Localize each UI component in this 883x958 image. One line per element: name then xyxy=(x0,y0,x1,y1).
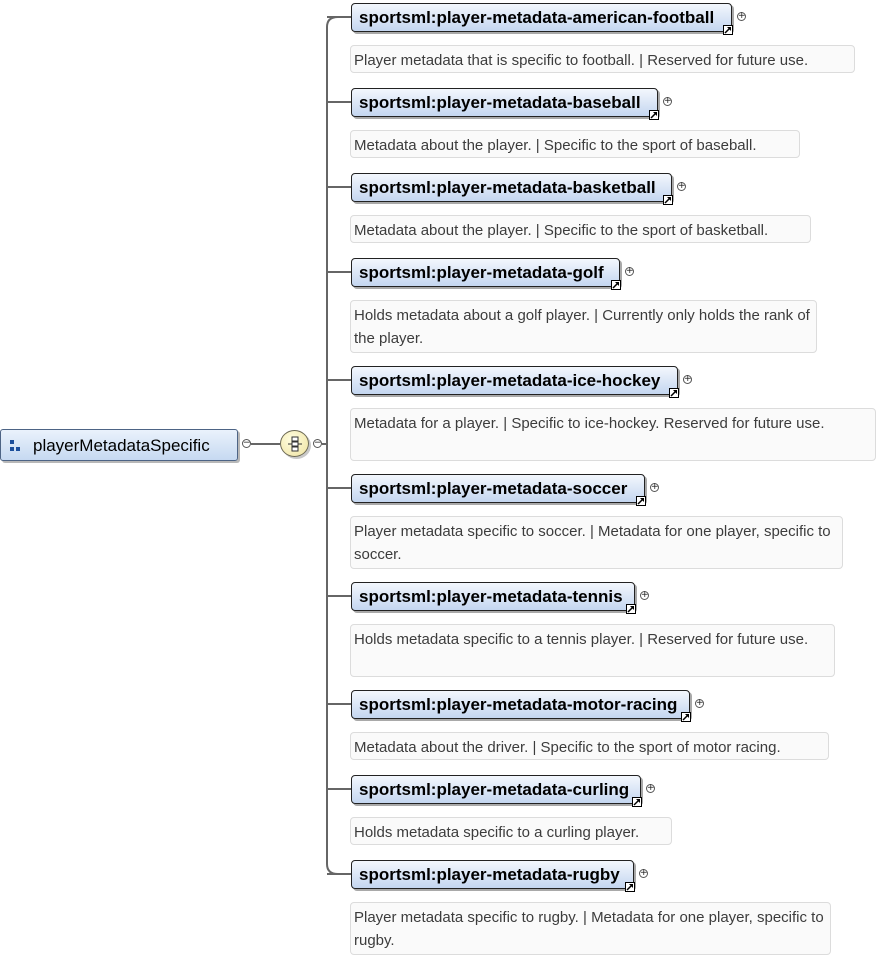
expand-icon[interactable]: + xyxy=(650,482,659,492)
element-name: sportsml:player-metadata-golf xyxy=(359,263,604,282)
expand-icon[interactable]: + xyxy=(683,374,692,384)
element-name: sportsml:player-metadata-rugby xyxy=(359,865,620,884)
element-box-player-metadata-soccer[interactable]: sportsml:player-metadata-soccer xyxy=(351,474,646,506)
expand-icon[interactable]: + xyxy=(625,266,634,276)
sequence-icon xyxy=(288,436,302,452)
element-documentation: Player metadata that is specific to foot… xyxy=(350,45,855,73)
element-name: sportsml:player-metadata-basketball xyxy=(359,178,656,197)
element-name: sportsml:player-metadata-ice-hockey xyxy=(359,371,661,390)
root-element-name: playerMetadataSpecific xyxy=(33,436,210,455)
root-collapse-icon[interactable]: − xyxy=(242,438,251,448)
element-box-player-metadata-tennis[interactable]: sportsml:player-metadata-tennis xyxy=(351,582,636,614)
reference-arrow-icon xyxy=(681,712,691,722)
element-type-icon xyxy=(10,440,20,451)
element-name: sportsml:player-metadata-soccer xyxy=(359,479,628,498)
element-box-player-metadata-ice-hockey[interactable]: sportsml:player-metadata-ice-hockey xyxy=(351,366,679,398)
expand-icon[interactable]: + xyxy=(639,868,648,878)
trunk-line xyxy=(326,16,339,875)
element-name: sportsml:player-metadata-tennis xyxy=(359,587,623,606)
expand-icon[interactable]: + xyxy=(646,783,655,793)
element-documentation: Metadata for a player. | Specific to ice… xyxy=(350,408,876,461)
reference-arrow-icon xyxy=(669,388,679,398)
sequence-compositor[interactable] xyxy=(280,430,309,457)
reference-arrow-icon xyxy=(611,280,621,290)
reference-arrow-icon xyxy=(649,110,659,120)
element-box-player-metadata-baseball[interactable]: sportsml:player-metadata-baseball xyxy=(351,88,659,120)
element-documentation: Metadata about the driver. | Specific to… xyxy=(350,732,829,760)
element-documentation: Holds metadata specific to a tennis play… xyxy=(350,624,835,677)
element-box-player-metadata-rugby[interactable]: sportsml:player-metadata-rugby xyxy=(351,860,635,892)
reference-arrow-icon xyxy=(723,25,733,35)
element-name: sportsml:player-metadata-motor-racing xyxy=(359,695,678,714)
element-documentation: Player metadata specific to rugby. | Met… xyxy=(350,902,831,955)
sequence-collapse-icon[interactable]: − xyxy=(313,438,322,448)
expand-icon[interactable]: + xyxy=(695,698,704,708)
element-documentation: Holds metadata about a golf player. | Cu… xyxy=(350,300,817,353)
expand-icon[interactable]: + xyxy=(737,11,746,21)
reference-arrow-icon xyxy=(632,797,642,807)
expand-icon[interactable]: + xyxy=(640,590,649,600)
element-documentation: Metadata about the player. | Specific to… xyxy=(350,130,800,158)
element-documentation: Player metadata specific to soccer. | Me… xyxy=(350,516,843,569)
expand-icon[interactable]: + xyxy=(677,181,686,191)
element-box-player-metadata-motor-racing[interactable]: sportsml:player-metadata-motor-racing xyxy=(351,690,691,722)
element-documentation: Metadata about the player. | Specific to… xyxy=(350,215,811,243)
element-name: sportsml:player-metadata-baseball xyxy=(359,93,641,112)
element-box-player-metadata-curling[interactable]: sportsml:player-metadata-curling xyxy=(351,775,642,807)
element-box-player-metadata-golf[interactable]: sportsml:player-metadata-golf xyxy=(351,258,621,290)
root-element-box[interactable]: playerMetadataSpecific xyxy=(0,429,238,461)
element-name: sportsml:player-metadata-american-footba… xyxy=(359,8,715,27)
reference-arrow-icon xyxy=(625,882,635,892)
element-box-player-metadata-american-football[interactable]: sportsml:player-metadata-american-footba… xyxy=(351,3,733,35)
reference-arrow-icon xyxy=(626,604,636,614)
element-box-player-metadata-basketball[interactable]: sportsml:player-metadata-basketball xyxy=(351,173,673,205)
expand-icon[interactable]: + xyxy=(663,96,672,106)
reference-arrow-icon xyxy=(663,195,673,205)
element-name: sportsml:player-metadata-curling xyxy=(359,780,630,799)
element-documentation: Holds metadata specific to a curling pla… xyxy=(350,817,672,845)
reference-arrow-icon xyxy=(636,496,646,506)
